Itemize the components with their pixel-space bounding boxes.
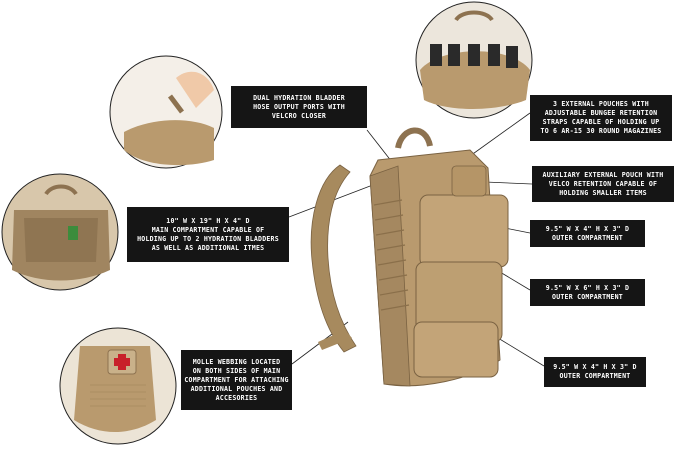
- callout-main-compartment: 10" W X 19" H X 4" D MAIN COMPARTMENT CA…: [127, 207, 289, 262]
- callout-outer-top: 9.5" W X 4" H X 3" D OUTER COMPARTMENT: [530, 220, 645, 247]
- callout-line: MOLLE WEBBING LOCATED: [192, 357, 281, 366]
- backpack: [310, 127, 509, 387]
- callout-line: AUXILIARY EXTERNAL POUCH WITH: [542, 170, 664, 179]
- leader-lines: [288, 112, 545, 367]
- callout-line: MAIN COMPARTMENT CAPABLE OF: [151, 225, 265, 234]
- callout-line: DUAL HYDRATION BLADDER: [253, 93, 345, 102]
- callout-auxiliary-pouch: AUXILIARY EXTERNAL POUCH WITH VELCO RETE…: [532, 166, 674, 202]
- callout-line: ON BOTH SIDES OF MAIN: [192, 366, 281, 375]
- inset-magazine-pouches: [415, 1, 533, 119]
- callout-line: OUTER COMPARTMENT: [552, 292, 623, 301]
- callout-outer-bottom: 9.5" W X 4" H X 3" D OUTER COMPARTMENT: [544, 357, 646, 387]
- inset-molle-pouch: [59, 327, 177, 445]
- callout-line: ACCESORIES: [215, 393, 258, 402]
- callout-line: STRAPS CAPABLE OF HOLDING UP: [542, 118, 660, 126]
- inset-main-compartment: [1, 173, 119, 291]
- callout-line: VELCRO CLOSER: [271, 111, 327, 120]
- callout-line: OUTER COMPARTMENT: [559, 372, 631, 380]
- callout-magazine-pouches: 3 EXTERNAL POUCHES WITH ADJUSTABLE BUNGE…: [530, 95, 672, 141]
- callout-line: 10" W X 19" H X 4" D: [166, 216, 250, 225]
- callout-line: ADJUSTABLE BUNGEE RETENTION: [544, 109, 658, 117]
- callout-hydration-ports: DUAL HYDRATION BLADDER HOSE OUTPUT PORTS…: [231, 86, 367, 128]
- callout-line: HOSE OUTPUT PORTS WITH: [253, 102, 345, 111]
- callout-line: VELCO RETENTION CAPABLE OF: [548, 179, 658, 188]
- callout-line: 9.5" W X 4" H X 3" D: [553, 363, 637, 371]
- callout-line: HOLDING SMALLER ITEMS: [559, 188, 647, 197]
- callout-line: AS WELL AS ADDITIONAL ITMES: [151, 243, 265, 252]
- callout-line: 3 EXTERNAL POUCHES WITH: [553, 100, 649, 108]
- callout-line: TO 6 AR-15 30 ROUND MAGAZINES: [540, 127, 662, 135]
- callout-line: ADDITIONAL POUCHES AND: [190, 384, 283, 393]
- callout-line: HOLDING UP TO 2 HYDRATION BLADDERS: [137, 234, 279, 243]
- callout-line: 9.5" W X 4" H X 3" D: [545, 224, 630, 233]
- inset-hydration-ports: [109, 55, 223, 169]
- callout-line: 9.5" W X 6" H X 3" D: [545, 283, 630, 292]
- callout-outer-middle: 9.5" W X 6" H X 3" D OUTER COMPARTMENT: [530, 279, 645, 306]
- callout-line: COMPARTMENT FOR ATTACHING: [184, 375, 289, 384]
- callout-line: OUTER COMPARTMENT: [552, 233, 623, 242]
- callout-molle: MOLLE WEBBING LOCATED ON BOTH SIDES OF M…: [181, 350, 292, 410]
